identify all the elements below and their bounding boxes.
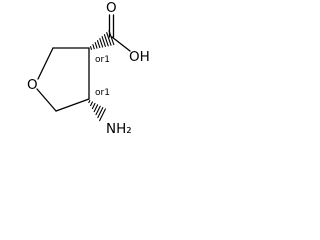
bond-c4-c5 [55,98,90,112]
hashed-wedge-c3-cooh [90,30,115,50]
bond-c-oh [111,36,131,52]
stereo-label-c4: or1 [95,88,110,98]
carbonyl-oxygen-label: O [106,0,117,16]
bond-c5-o1 [36,88,57,112]
amino-label: NH₂ [106,121,132,137]
hashed-wedge-c4-nh2 [88,100,106,122]
hydroxyl-label: OH [129,49,150,65]
stereo-label-c3: or1 [95,55,110,65]
structure-canvas: O O OH NH₂ or1 or1 [0,0,158,148]
bond-o1-c2 [37,47,54,80]
molecule-structure: O O OH NH₂ or1 or1 [27,0,150,137]
ring-oxygen-label: O [27,77,38,93]
